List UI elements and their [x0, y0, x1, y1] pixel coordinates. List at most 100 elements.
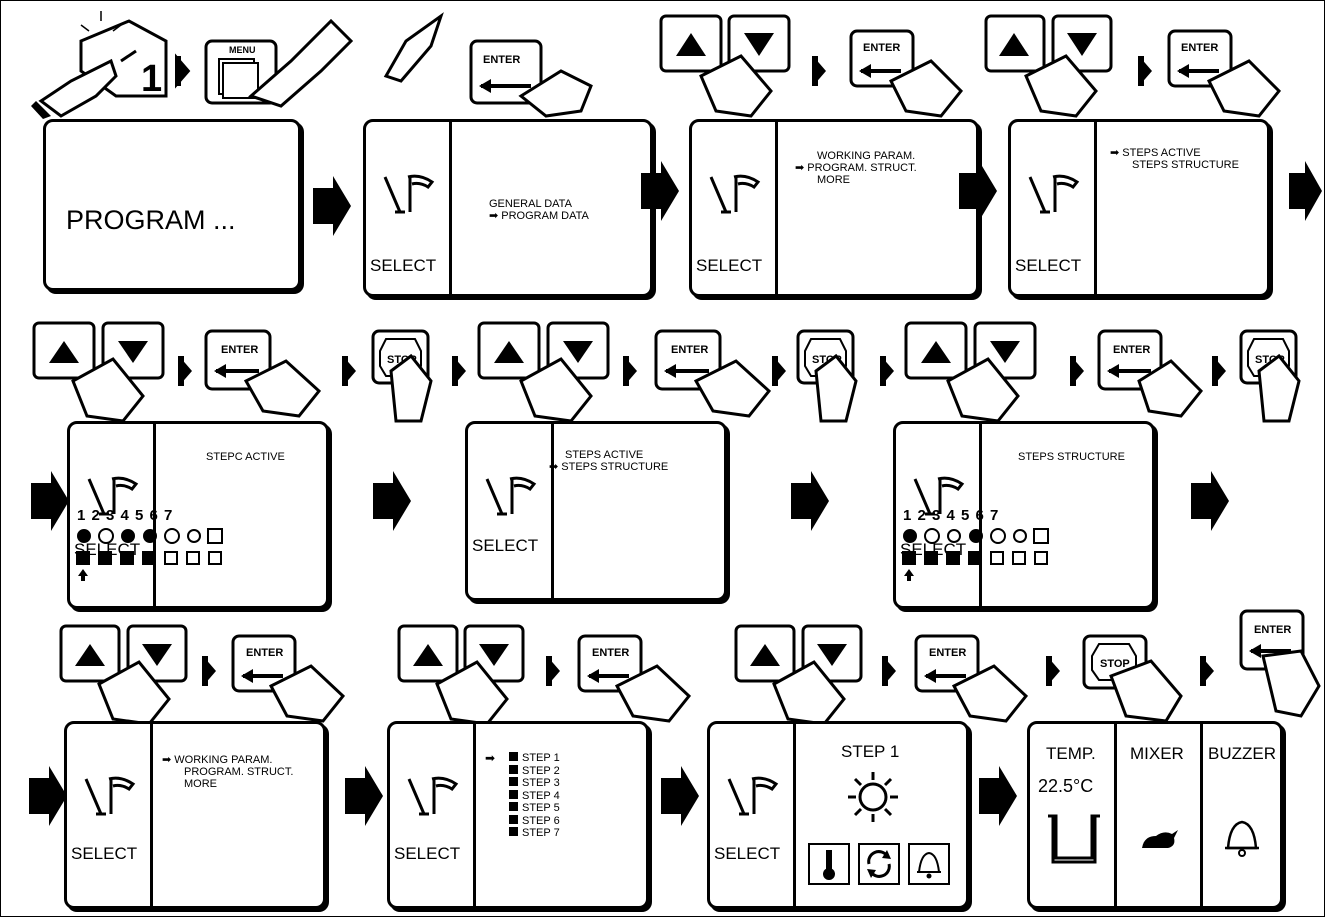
- svg-text:ENTER: ENTER: [929, 647, 966, 659]
- buzzer-label: BUZZER: [1208, 744, 1276, 764]
- step-square-icon: [509, 827, 518, 836]
- list-item: STEP 1: [509, 752, 560, 765]
- tools-icon: [1025, 172, 1085, 216]
- program-data-label: PROGRAM DATA: [501, 210, 589, 222]
- tools-icon: [404, 774, 464, 818]
- more-item: MORE: [184, 778, 217, 790]
- select-label: SELECT: [71, 844, 137, 864]
- svg-text:ENTER: ENTER: [671, 344, 708, 356]
- panel-step1: SELECT STEP 1: [707, 721, 969, 909]
- select-label: SELECT: [696, 256, 762, 276]
- panel-steps-structure-select: SELECT STEPS ACTIVE ➡ STEPS STRUCTURE: [465, 421, 727, 601]
- select-column: SELECT: [468, 424, 554, 598]
- step-label: STEP 5: [522, 802, 560, 814]
- step-square-icon: [509, 815, 518, 824]
- step-label: STEP 7: [522, 827, 560, 839]
- bell-icon: [1220, 814, 1264, 858]
- list-item: STEP 3: [509, 777, 560, 790]
- svg-text:ENTER: ENTER: [1254, 624, 1291, 636]
- rabbit-icon: [1138, 824, 1180, 854]
- svg-text:1: 1: [141, 58, 162, 100]
- list-item: STEP 7: [509, 827, 560, 840]
- select-label: SELECT: [1015, 256, 1081, 276]
- sun-icon: [846, 770, 900, 824]
- arrow-keys-icon-6: [61, 626, 186, 724]
- panel-program: PROGRAM ...: [43, 119, 301, 291]
- tools-icon: [380, 172, 440, 216]
- steps-structure-label: STEPS STRUCTURE: [561, 461, 668, 473]
- svg-text:ENTER: ENTER: [221, 344, 258, 356]
- enter-key-icon-9: ENTER: [916, 636, 1026, 721]
- panel-step-list: SELECT ➡ STEP 1 STEP 2 STEP 3 STEP 4 STE…: [387, 721, 649, 909]
- arrow-right-icon: [641, 161, 681, 221]
- arrow-right-icon: [29, 766, 69, 826]
- more-item: MORE: [817, 174, 850, 186]
- svg-text:ENTER: ENTER: [1181, 42, 1218, 54]
- selector-arrow-icon: ➡: [489, 210, 501, 222]
- steps-structure-item: ➡ STEPS STRUCTURE: [549, 461, 668, 473]
- select-label: SELECT: [394, 844, 460, 864]
- arrow-right-icon: [1289, 161, 1323, 221]
- panel-working-param-2: SELECT ➡ WORKING PARAM. PROGRAM. STRUCT.…: [64, 721, 326, 909]
- list-item: STEP 2: [509, 765, 560, 778]
- svg-text:ENTER: ENTER: [483, 54, 520, 66]
- arrow-keys-icon-2: [986, 16, 1111, 116]
- panel-stepc-active: SELECT STEPC ACTIVE 1 2 3 4 5 6 7: [67, 421, 329, 609]
- list-item: STEP 4: [509, 790, 560, 803]
- svg-text:ENTER: ENTER: [863, 42, 900, 54]
- svg-text:STOP: STOP: [1100, 658, 1130, 670]
- step-numbers: 1 2 3 4 5 6 7: [903, 507, 999, 524]
- enter-key-icon: ENTER: [471, 41, 591, 116]
- step-symbols-icon: [75, 526, 235, 581]
- arrow-right-icon: [345, 766, 385, 826]
- panel-working-param: SELECT WORKING PARAM. ➡ PROGRAM. STRUCT.…: [689, 119, 979, 297]
- arrow-right-icon: [661, 766, 701, 826]
- enter-key-icon-3: ENTER: [1169, 31, 1279, 116]
- panel-program-text: PROGRAM ...: [66, 205, 236, 236]
- arrow-keys-icon: [661, 16, 789, 116]
- tools-icon: [724, 774, 784, 818]
- tools-icon: [706, 172, 766, 216]
- stop-key-icon: STOP: [373, 331, 431, 421]
- arrow-right-icon: [791, 471, 831, 531]
- program-struct-item: ➡ PROGRAM. STRUCT.: [795, 162, 917, 174]
- thermometer-icon[interactable]: [807, 842, 851, 886]
- general-data-item: GENERAL DATA: [489, 198, 572, 210]
- select-label: SELECT: [714, 844, 780, 864]
- arrow-right-icon: [31, 471, 71, 531]
- svg-text:MENU: MENU: [229, 45, 256, 55]
- keys-row2-icon: ENTER STOP ENTER: [1, 311, 1325, 431]
- panel-settings: TEMP. 22.5°C MIXER BUZZER: [1027, 721, 1283, 909]
- select-column: SELECT: [710, 724, 796, 906]
- tools-icon: [81, 774, 141, 818]
- select-column: SELECT: [67, 724, 153, 906]
- svg-text:ENTER: ENTER: [1113, 344, 1150, 356]
- step-label: STEP 1: [522, 752, 560, 764]
- keys-row3-icon: ENTER ENTER ENTER: [1, 606, 1325, 726]
- refresh-icon[interactable]: [857, 842, 901, 886]
- steps-active-item: ➡ STEPS ACTIVE: [1110, 147, 1201, 159]
- step-square-icon: [509, 765, 518, 774]
- panel-steps-active: SELECT ➡ STEPS ACTIVE STEPS STRUCTURE: [1008, 119, 1270, 297]
- arrow-right-icon: [373, 471, 413, 531]
- divider: [1200, 724, 1203, 906]
- arrow-keys-icon-8: [736, 626, 861, 724]
- stop-key-icon-2: STOP: [798, 331, 856, 421]
- selector-arrow-icon: ➡: [549, 461, 561, 473]
- enter-key-icon-10: ENTER: [1241, 611, 1319, 716]
- step-symbols-icon: [901, 526, 1061, 581]
- menu-key-icon: MENU: [206, 21, 351, 106]
- arrow-right-icon: [1191, 471, 1231, 531]
- list-item: STEP 5: [509, 802, 560, 815]
- enter-key-icon-2: ENTER: [851, 31, 961, 116]
- arrow-keys-icon-7: [399, 626, 523, 724]
- mixer-label: MIXER: [1130, 744, 1184, 764]
- bell-icon[interactable]: [907, 842, 951, 886]
- program-struct-label: PROGRAM. STRUCT.: [807, 162, 916, 174]
- arrow-keys-icon-5: [906, 323, 1035, 421]
- working-param-label: WORKING PARAM.: [174, 754, 272, 766]
- enter-key-icon-8: ENTER: [579, 636, 689, 721]
- temp-value: 22.5°C: [1038, 776, 1093, 797]
- program-data-item: ➡ PROGRAM DATA: [489, 210, 589, 222]
